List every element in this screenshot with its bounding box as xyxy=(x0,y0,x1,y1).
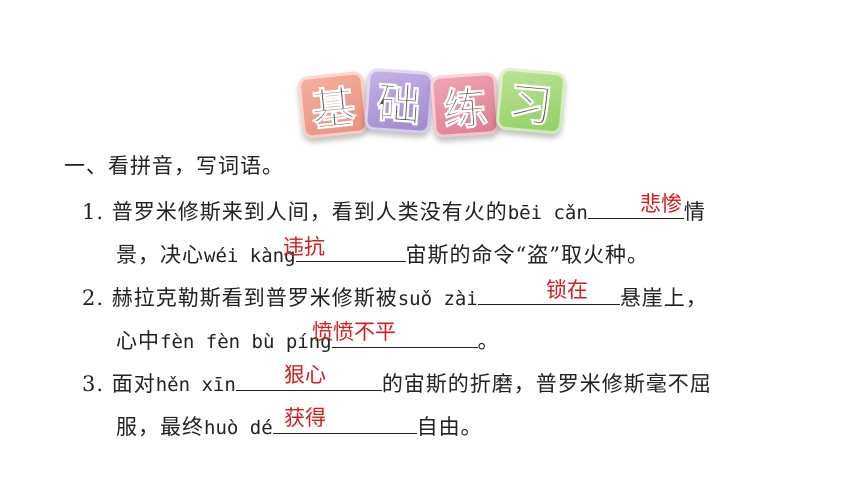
answer-blank xyxy=(587,198,684,219)
item-text: 情 xyxy=(683,200,706,224)
item-1-line-2: 景，决心wéi kàng 宙斯的命令“盗”取火种。 xyxy=(116,239,649,269)
item-3-line-2: 服，最终huò dé 自由。 xyxy=(116,411,483,441)
answer-blank xyxy=(272,413,417,434)
item-3-line-1: 3. 面对hěn xīn 的宙斯的折磨，普罗米修斯毫不屈 xyxy=(82,368,712,398)
pinyin: wéi kàng xyxy=(204,245,296,267)
title-tile-2: 础 xyxy=(363,67,435,135)
answer-blank xyxy=(477,284,620,305)
item-1-line-1: 1. 普罗米修斯来到人间，看到人类没有火的bēi cǎn 情 xyxy=(82,196,706,226)
item-text: 自由。 xyxy=(416,415,483,439)
answer-blank xyxy=(235,370,382,391)
item-text: 普罗米修斯来到人间，看到人类没有火的 xyxy=(111,200,508,224)
pinyin: fèn fèn bù píng xyxy=(160,331,332,353)
pinyin: suǒ zài xyxy=(397,288,478,310)
answer-blank xyxy=(331,327,478,348)
item-text: 。 xyxy=(477,329,500,353)
pinyin: bēi cǎn xyxy=(507,202,588,224)
item-text: 景，决心 xyxy=(116,243,204,267)
item-number: 1. xyxy=(82,200,105,224)
item-text: 悬崖上， xyxy=(619,286,708,310)
item-text: 心中 xyxy=(116,329,160,353)
item-text: 宙斯的命令“盗”取火种。 xyxy=(405,243,649,267)
item-2-line-2: 心中fèn fèn bù píng 。 xyxy=(116,325,500,355)
title-tile-3: 练 xyxy=(429,71,501,139)
section-title-banner: 基 础 练 习 xyxy=(296,67,568,140)
item-number: 3. xyxy=(82,372,105,396)
item-2-line-1: 2. 赫拉克勒斯看到普罗米修斯被suǒ zài 悬崖上， xyxy=(82,282,708,312)
answer-handwritten: 狠心 xyxy=(284,363,326,387)
item-text: 服，最终 xyxy=(116,415,204,439)
item-number: 2. xyxy=(82,286,105,310)
pinyin: huò dé xyxy=(204,417,273,439)
section-heading: 一、看拼音，写词语。 xyxy=(64,154,284,178)
answer-handwritten: 违抗 xyxy=(283,235,325,259)
answer-blank xyxy=(295,241,406,262)
pinyin: hěn xīn xyxy=(155,374,236,396)
answer-handwritten: 愤愤不平 xyxy=(312,320,396,344)
item-text: 面对 xyxy=(111,372,156,396)
title-tile-4: 习 xyxy=(495,67,567,135)
item-text: 赫拉克勒斯看到普罗米修斯被 xyxy=(111,286,398,310)
answer-handwritten: 悲惨 xyxy=(640,192,682,216)
answer-handwritten: 锁在 xyxy=(546,278,588,302)
title-tile-1: 基 xyxy=(296,70,370,140)
item-text: 的宙斯的折磨，普罗米修斯毫不屈 xyxy=(381,372,712,396)
answer-handwritten: 获得 xyxy=(284,406,326,430)
